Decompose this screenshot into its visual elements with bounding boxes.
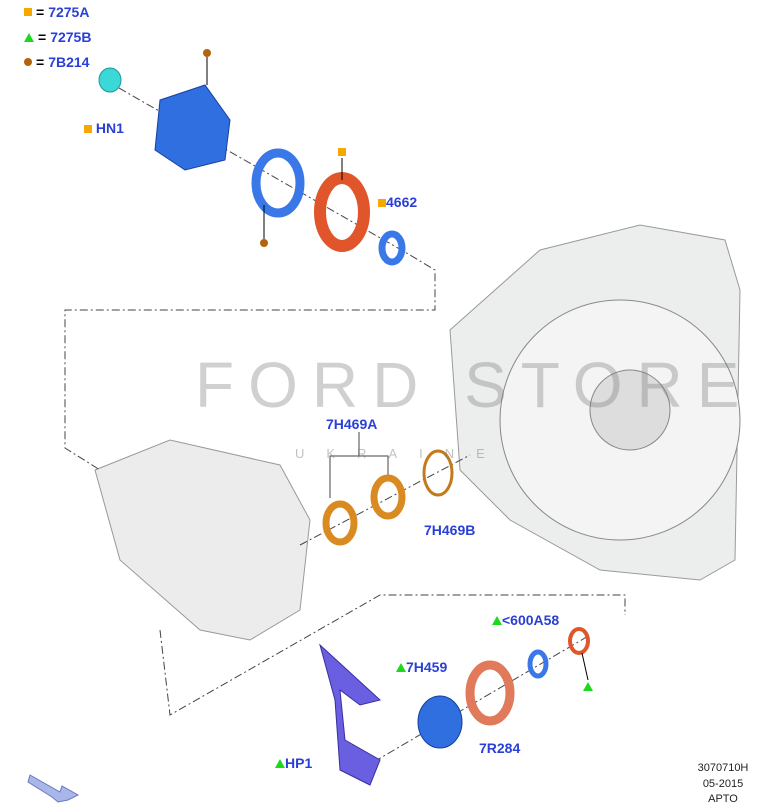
square-icon — [84, 125, 92, 133]
legend-item-7275b: =7275B — [24, 29, 91, 45]
triangle-icon — [275, 759, 285, 768]
part-hn1-nut — [98, 67, 122, 93]
label-7h459[interactable]: 7H459 — [396, 659, 447, 675]
part-seal-red — [314, 172, 370, 252]
legend-code: 7275A — [48, 4, 90, 20]
bell-housing-hub — [589, 369, 671, 451]
view-direction-arrow-icon — [27, 774, 80, 803]
label-text: HN1 — [95, 120, 124, 136]
legend-item-7b214: =7B214 — [24, 54, 89, 70]
label-600a58[interactable]: <600A58 — [492, 612, 559, 628]
label-4662[interactable]: 4662 — [378, 194, 417, 210]
legend-code: 7275B — [50, 29, 92, 45]
triangle-icon — [396, 663, 406, 672]
part-4662 — [378, 230, 406, 266]
label-7r284[interactable]: 7R284 — [479, 740, 521, 756]
part-600a58 — [527, 649, 549, 679]
part-seal — [251, 148, 305, 218]
part-7r284 — [465, 660, 515, 726]
part-7h459 — [417, 695, 463, 749]
circle-marker-icon — [203, 49, 211, 57]
part-7h469a-ring-2 — [370, 474, 406, 520]
drawing-type: APTO — [708, 793, 738, 805]
square-icon — [378, 199, 386, 207]
square-marker-icon — [338, 148, 346, 156]
part-hp1-lever — [319, 643, 382, 786]
transfer-case — [94, 439, 311, 641]
label-hp1[interactable]: HP1 — [275, 755, 312, 771]
part-7h469b-ring — [422, 449, 454, 497]
leader-line — [581, 652, 589, 681]
group-bracket — [329, 455, 389, 498]
triangle-icon — [24, 32, 34, 42]
watermark-title: FORD STORE — [195, 349, 754, 421]
label-text: HP1 — [285, 755, 313, 771]
equals: = — [36, 4, 45, 20]
drawing-number: 3070710H — [697, 762, 749, 774]
label-hn1[interactable]: HN1 — [84, 120, 124, 136]
label-text: <600A58 — [502, 612, 560, 628]
equals: = — [38, 29, 47, 45]
label-7h469b[interactable]: 7H469B — [424, 522, 476, 538]
legend-code: 7B214 — [48, 54, 90, 70]
label-text: 4662 — [386, 194, 418, 210]
triangle-marker-icon — [583, 682, 593, 691]
part-red-oring — [568, 627, 590, 655]
triangle-icon — [492, 616, 502, 625]
equals: = — [36, 54, 45, 70]
part-flange — [154, 84, 231, 171]
circle-icon — [24, 58, 32, 66]
watermark-subtitle: UKRAINE — [295, 446, 507, 461]
circle-marker-icon — [260, 239, 268, 247]
legend-item-7275a: =7275A — [24, 4, 89, 20]
drawing-date: 05-2015 — [702, 778, 744, 790]
label-7h469a[interactable]: 7H469A — [326, 416, 378, 432]
square-icon — [24, 8, 32, 16]
label-text: 7H459 — [406, 659, 448, 675]
part-7h469a-ring-1 — [322, 500, 358, 546]
